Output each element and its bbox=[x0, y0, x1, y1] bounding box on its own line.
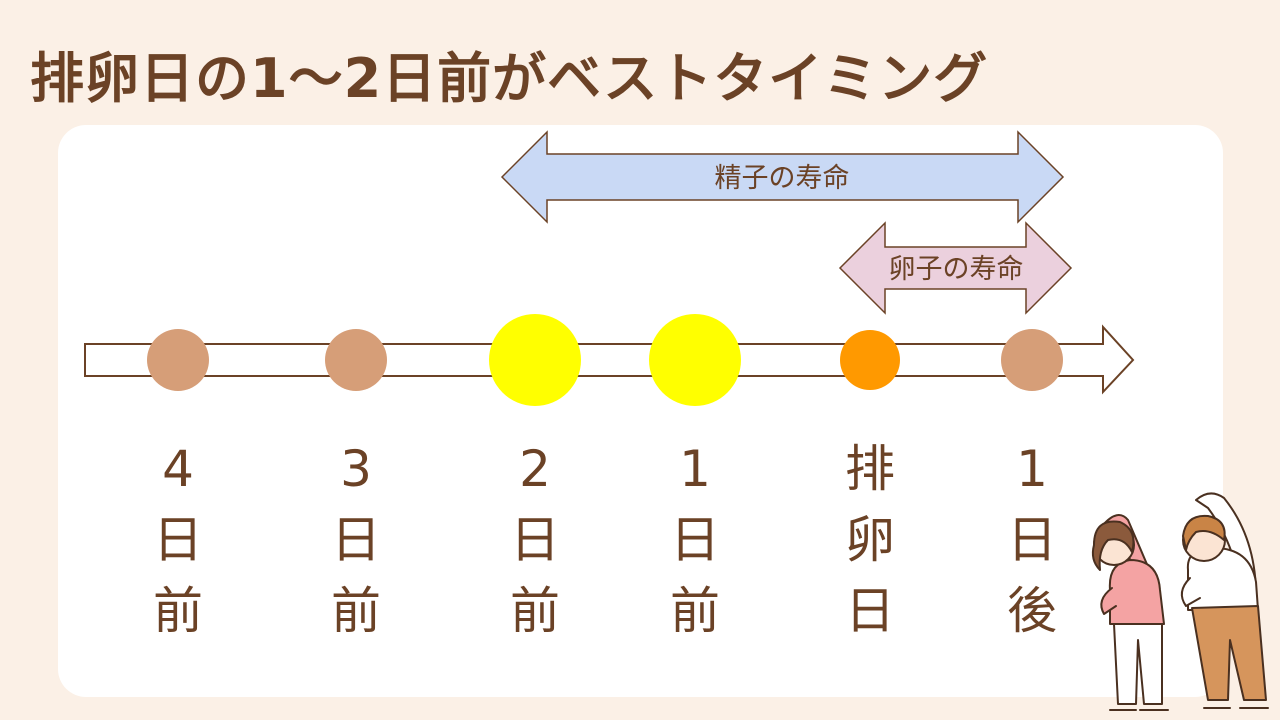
day-label-line: 日 bbox=[510, 511, 560, 569]
day-label-line: 日 bbox=[1007, 511, 1057, 569]
day-label-line: 日 bbox=[845, 582, 895, 640]
day-label-line: 前 bbox=[331, 582, 381, 640]
diagram-card bbox=[58, 125, 1223, 697]
day-label-line: 前 bbox=[153, 582, 203, 640]
sperm-lifespan-label: 精子の寿命 bbox=[715, 163, 850, 194]
man-figure bbox=[1180, 492, 1269, 709]
timeline-arrow bbox=[84, 324, 1135, 395]
day-label-line: 日 bbox=[331, 511, 381, 569]
day-label-3-before: 3 日 前 bbox=[296, 434, 416, 647]
day-label-line: 前 bbox=[670, 582, 720, 640]
day-label-line: 日 bbox=[670, 511, 720, 569]
day-label-line: 後 bbox=[1007, 582, 1057, 640]
day-label-4-before: 4 日 前 bbox=[118, 434, 238, 647]
couple-stretching-illustration bbox=[1091, 492, 1269, 711]
day-dot-2-before bbox=[489, 314, 581, 406]
day-label-ovulation: 排 卵 日 bbox=[810, 434, 930, 647]
day-dot-1-before bbox=[649, 314, 741, 406]
day-label-line: 日 bbox=[153, 511, 203, 569]
day-dot-ovulation bbox=[840, 330, 900, 390]
day-label-2-before: 2 日 前 bbox=[475, 434, 595, 647]
day-dot-4-before bbox=[147, 329, 209, 391]
egg-lifespan-label: 卵子の寿命 bbox=[889, 254, 1024, 285]
page-title: 排卵日の1〜2日前がベストタイミング bbox=[30, 47, 989, 110]
woman-figure bbox=[1091, 514, 1169, 711]
day-dot-1-after bbox=[1001, 329, 1063, 391]
day-label-line: 4 bbox=[162, 440, 194, 498]
day-label-line: 前 bbox=[510, 582, 560, 640]
day-label-1-after: 1 日 後 bbox=[972, 434, 1092, 647]
egg-lifespan-arrow bbox=[838, 221, 1073, 315]
day-label-line: 1 bbox=[1016, 440, 1048, 498]
day-label-line: 3 bbox=[340, 440, 372, 498]
day-label-1-before: 1 日 前 bbox=[635, 434, 755, 647]
day-label-line: 1 bbox=[679, 440, 711, 498]
sperm-lifespan-arrow bbox=[500, 130, 1065, 224]
day-label-line: 卵 bbox=[845, 511, 895, 569]
day-label-line: 2 bbox=[519, 440, 551, 498]
day-label-line: 排 bbox=[845, 440, 895, 498]
day-dot-3-before bbox=[325, 329, 387, 391]
